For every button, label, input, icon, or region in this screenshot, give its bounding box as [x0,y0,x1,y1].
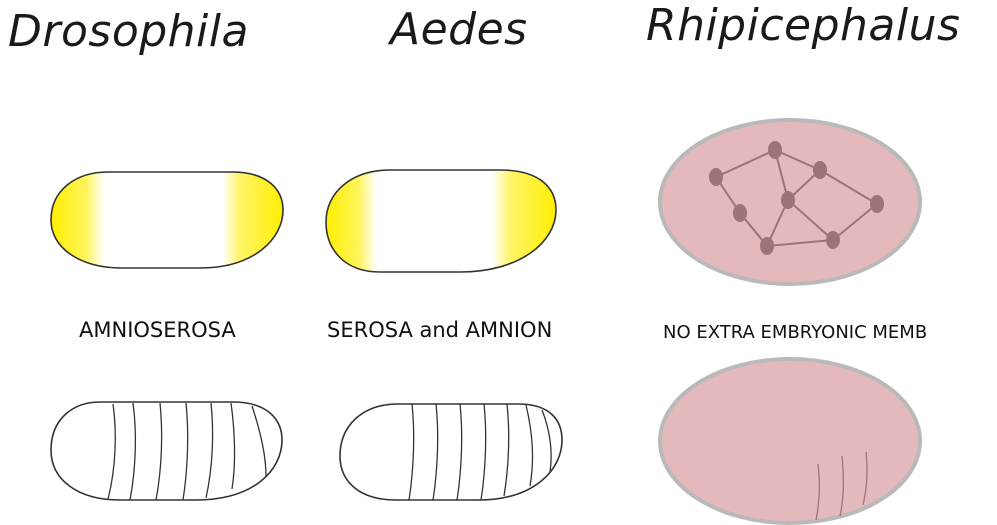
rhipicephalus-embryo-top [660,120,920,284]
rhipicephalus-embryo-bottom [660,359,920,523]
drosophila-embryo-bottom [51,402,282,500]
aedes-embryo-bottom [340,404,562,500]
drosophila-embryo-top [51,172,283,268]
aedes-embryo-top [326,170,556,272]
